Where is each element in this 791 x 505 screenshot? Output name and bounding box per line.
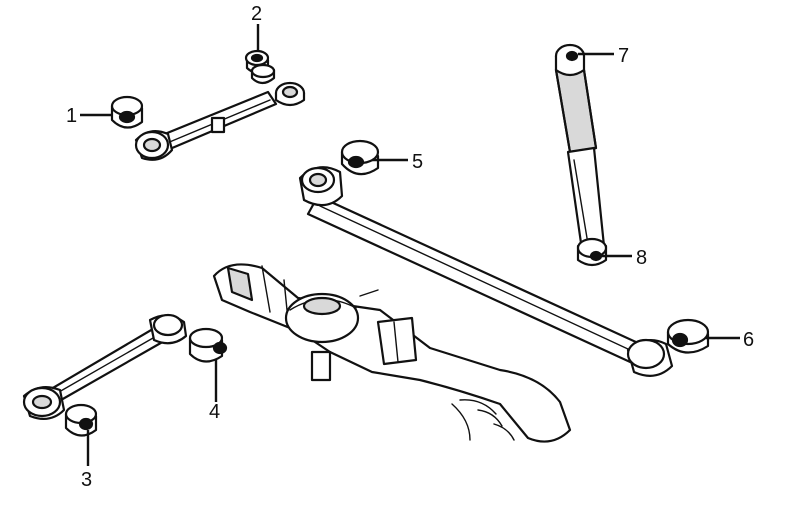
- callout-4: 4: [209, 401, 220, 423]
- callout-5: 5: [412, 151, 423, 173]
- shock-absorber: [554, 43, 608, 267]
- callout-7: 7: [618, 45, 629, 67]
- upper-control-arm: [134, 81, 306, 161]
- bushing-3: [64, 403, 98, 437]
- bushing-6: [666, 318, 710, 354]
- bushing-1: [110, 95, 144, 129]
- lower-control-arm: [22, 313, 188, 421]
- callout-6: 6: [743, 329, 754, 351]
- callout-3: 3: [81, 469, 92, 491]
- axle-housing: [212, 263, 572, 443]
- callout-8: 8: [636, 247, 647, 269]
- lateral-rod: [298, 166, 674, 377]
- bushing-5: [340, 139, 380, 176]
- bushing-2: [244, 49, 276, 85]
- leader-lines: [80, 24, 740, 466]
- bushing-4: [188, 327, 228, 363]
- callout-2: 2: [251, 3, 262, 25]
- callout-1: 1: [66, 105, 77, 127]
- callout-numbers: 1 2 3 4 5 6 7 8: [66, 3, 754, 491]
